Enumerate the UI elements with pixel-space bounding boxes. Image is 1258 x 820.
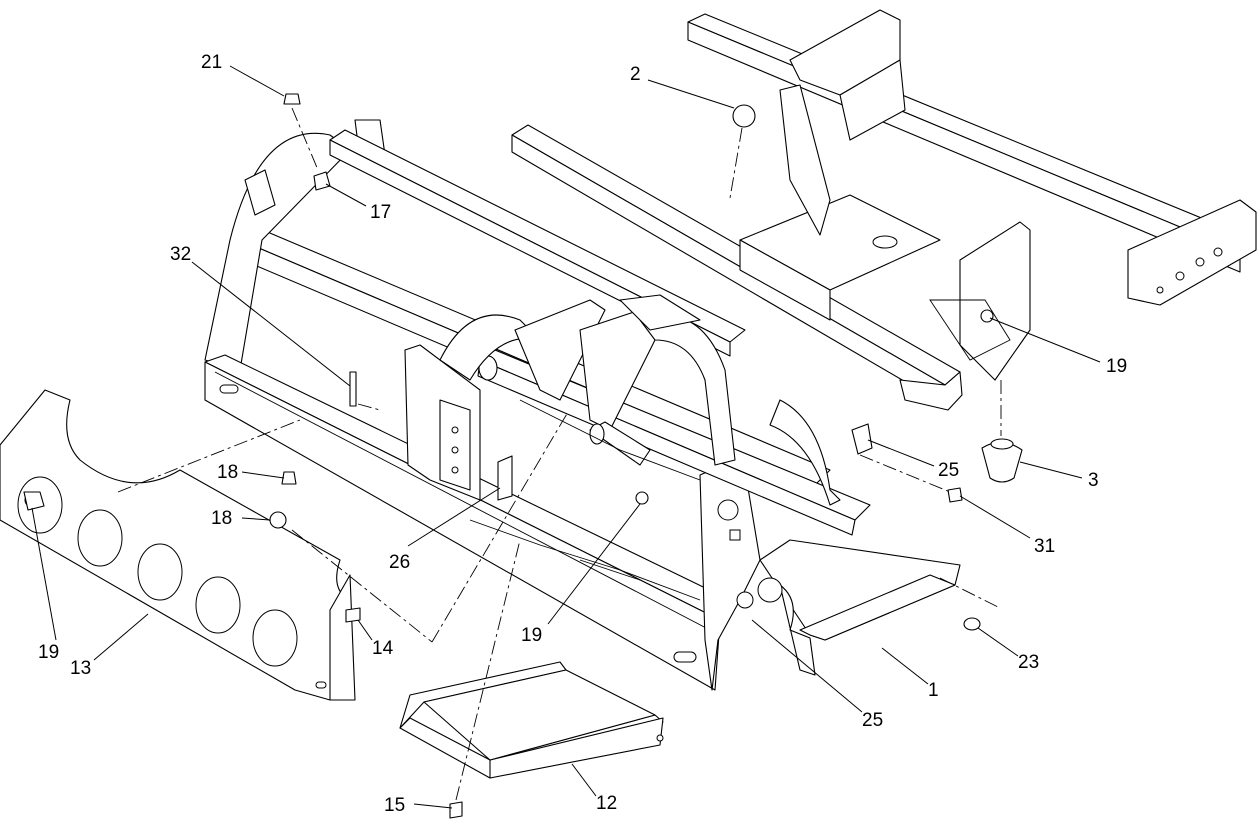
callout-14: 14 <box>372 638 394 659</box>
callout-32: 32 <box>170 244 191 265</box>
callout-21: 21 <box>201 52 222 73</box>
callout-31: 31 <box>1034 536 1055 557</box>
callout-2: 2 <box>630 64 641 85</box>
callout-25-upper: 25 <box>938 460 959 481</box>
hardware <box>23 93 1023 819</box>
callout-leaders <box>31 65 1101 809</box>
skid-plate <box>399 661 664 779</box>
callout-19-center: 19 <box>521 625 542 646</box>
callout-labels: 21 2 17 32 19 25 3 31 18 18 26 19 19 13 … <box>38 52 1127 816</box>
callout-19-right: 19 <box>1106 356 1127 377</box>
callout-18-knob: 18 <box>211 508 232 529</box>
callout-26: 26 <box>389 552 410 573</box>
callout-25-lower: 25 <box>862 710 883 731</box>
callout-12: 12 <box>596 793 617 814</box>
callout-17: 17 <box>370 202 391 223</box>
main-frame <box>204 9 1257 691</box>
callout-1: 1 <box>928 680 939 701</box>
front-bumper <box>0 389 356 701</box>
assembly-centerlines <box>117 107 1002 801</box>
callout-15: 15 <box>384 795 405 816</box>
callout-3: 3 <box>1088 470 1099 491</box>
callout-23: 23 <box>1018 652 1039 673</box>
callout-18-bolt: 18 <box>217 462 238 483</box>
callout-13: 13 <box>70 658 91 679</box>
callout-19-bumper: 19 <box>38 642 59 663</box>
